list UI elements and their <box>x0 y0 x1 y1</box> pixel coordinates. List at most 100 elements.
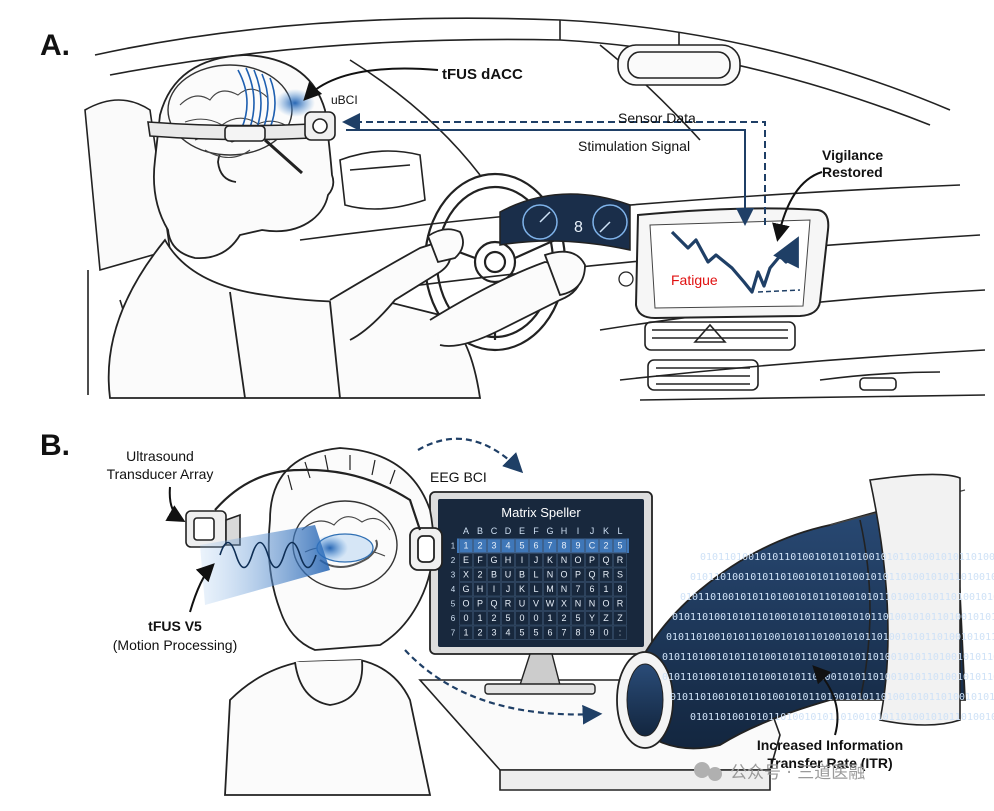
speller-cell-box <box>501 611 515 626</box>
speller-cell-box <box>557 538 571 553</box>
speller-cell-box <box>473 538 487 553</box>
speller-cell-box <box>515 553 529 568</box>
speller-cell: 0 <box>533 613 538 623</box>
speller-cell-box <box>571 625 585 640</box>
stimulation-signal-arrow <box>346 129 754 226</box>
speller-cell-box <box>613 582 627 597</box>
speller-cell: V <box>533 599 539 609</box>
speller-cell: 8 <box>575 628 580 638</box>
speller-cell-box <box>571 582 585 597</box>
speller-cell-box <box>473 567 487 582</box>
ubci-label: uBCI <box>331 93 358 107</box>
speller-cell: J <box>534 555 539 565</box>
speller-cell-box <box>529 625 543 640</box>
speller-cell: E <box>463 555 469 565</box>
speller-cell: C <box>589 541 596 551</box>
speller-row-number: 1 <box>451 542 456 551</box>
speller-cell: R <box>505 599 512 609</box>
speller-cell-box <box>501 596 515 611</box>
speller-cell: 5 <box>519 628 524 638</box>
speller-row-number: 7 <box>451 629 456 638</box>
speller-cell-box <box>599 596 613 611</box>
speller-highlight-row <box>457 538 629 553</box>
speller-cell-box <box>613 611 627 626</box>
speller-cell-box <box>543 567 557 582</box>
speller-cell-box <box>543 596 557 611</box>
speller-cell-box <box>473 611 487 626</box>
ubci-headset <box>147 111 336 175</box>
speller-cell: 7 <box>575 584 580 594</box>
speller-cell-box <box>557 567 571 582</box>
speller-cell: N <box>589 599 596 609</box>
speller-cell-box <box>585 538 599 553</box>
gear-readout: 8 <box>574 219 583 236</box>
speller-cell: U <box>519 599 526 609</box>
speller-cell-box <box>613 553 627 568</box>
svg-text:010110100101011010010101101001: 0101101001010110100101011010010101101001… <box>700 552 994 563</box>
speller-cell: M <box>546 584 554 594</box>
speller-header-cell: E <box>519 526 525 536</box>
speller-cell: X <box>463 570 469 580</box>
speller-header-cell: H <box>561 526 568 536</box>
speller-cell-box <box>613 538 627 553</box>
svg-text:010110100101011010010101101001: 0101101001010110100101011010010101101001… <box>680 592 994 603</box>
transducer-label-line1: Ultrasound <box>126 448 194 464</box>
svg-text:010110100101011010010101101001: 0101101001010110100101011010010101101001… <box>662 652 994 663</box>
speller-cell: J <box>506 584 511 594</box>
speller-cell: R <box>617 599 624 609</box>
headset-cable <box>214 468 422 531</box>
speller-cell: 5 <box>617 541 622 551</box>
speller-cell: H <box>505 555 512 565</box>
speller-row-number: 2 <box>451 556 456 565</box>
speller-cell-box <box>543 553 557 568</box>
speller-cell-box <box>487 582 501 597</box>
vigilance-arrow <box>772 171 823 242</box>
speller-cell: P <box>589 555 595 565</box>
speller-cell: W <box>546 599 555 609</box>
speller-cell: P <box>477 599 483 609</box>
speller-header-cell: L <box>617 526 622 536</box>
speller-header-cell: C <box>491 526 498 536</box>
eeg-bci-label: EEG BCI <box>430 469 487 485</box>
vigilance-label-line1: Vigilance <box>822 147 883 163</box>
speller-cell: 0 <box>603 628 608 638</box>
speller-cell: 6 <box>547 628 552 638</box>
fatigue-label: Fatigue <box>671 272 718 288</box>
speller-cell-box <box>613 625 627 640</box>
tfus-v5-hotspot <box>312 535 348 561</box>
speller-header-cell: I <box>577 526 580 536</box>
transducer-arrow <box>165 486 186 522</box>
svg-text:010110100101011010010101101001: 0101101001010110100101011010010101101001… <box>666 632 994 643</box>
speller-cell: G <box>490 555 497 565</box>
stimulation-signal-label: Stimulation Signal <box>578 138 690 154</box>
speller-cell: Q <box>588 570 595 580</box>
speller-cell-box <box>529 611 543 626</box>
speller-cell-box <box>501 625 515 640</box>
speller-cell-box <box>557 582 571 597</box>
speller-cell-box <box>557 611 571 626</box>
motion-processing-label: (Motion Processing) <box>113 637 238 653</box>
speller-header-cell: F <box>533 526 539 536</box>
speller-cell-box <box>529 553 543 568</box>
speller-cell: R <box>603 570 610 580</box>
svg-text:010110100101011010010101101001: 0101101001010110100101011010010101101001… <box>690 572 994 583</box>
speller-header-cell: D <box>505 526 512 536</box>
speller-cell-box <box>599 625 613 640</box>
speller-cell: H <box>477 584 484 594</box>
speller-cell-box <box>515 611 529 626</box>
speller-cell-box <box>599 538 613 553</box>
speller-cell: 2 <box>491 613 496 623</box>
speller-row-number: 4 <box>451 585 456 594</box>
speller-cell-box <box>515 538 529 553</box>
speller-title: Matrix Speller <box>501 505 581 520</box>
speller-cell-box <box>487 625 501 640</box>
ultrasound-waveform <box>219 541 317 569</box>
speller-cell: N <box>575 599 582 609</box>
speller-cell: 9 <box>589 628 594 638</box>
speller-cell-box <box>459 553 473 568</box>
speller-cell: N <box>547 570 554 580</box>
speller-cell: 4 <box>505 541 510 551</box>
